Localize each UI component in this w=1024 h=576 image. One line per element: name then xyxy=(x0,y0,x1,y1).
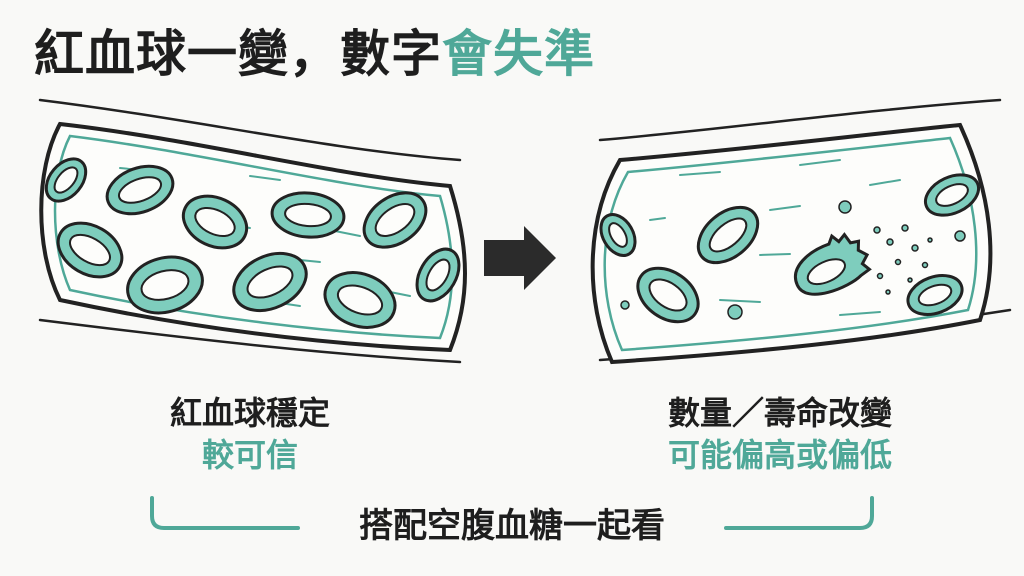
breaking-red-blood-cell-icon xyxy=(794,232,872,296)
right-panel-caption: 數量／壽命改變 可能偏高或偏低 xyxy=(620,392,940,476)
left-panel-sublabel: 較可信 xyxy=(201,436,298,474)
red-blood-cell-icon xyxy=(599,213,637,257)
left-panel-label: 紅血球穩定 xyxy=(169,394,330,432)
right-panel-label: 數量／壽命改變 xyxy=(667,394,892,432)
red-blood-cell-icon xyxy=(696,205,760,265)
red-blood-cell-icon xyxy=(105,164,175,216)
title-main: 紅血球一變，數字 xyxy=(34,25,442,83)
page-title: 紅血球一變，數字會失準 xyxy=(34,22,595,86)
red-blood-cell-icon xyxy=(181,194,249,250)
red-blood-cell-icon xyxy=(270,191,346,239)
bottom-note: 搭配空腹血糖一起看 xyxy=(300,503,724,549)
red-blood-cell-icon xyxy=(56,221,124,279)
red-blood-cell-icon xyxy=(636,266,700,324)
arrow-right-icon xyxy=(484,226,556,290)
right-vessel xyxy=(590,98,1012,365)
left-panel-caption: 紅血球穩定 較可信 xyxy=(110,392,390,476)
title-accent: 會失準 xyxy=(442,25,595,83)
right-panel-sublabel: 可能偏高或偏低 xyxy=(667,436,892,474)
red-blood-cell-icon xyxy=(906,274,964,316)
red-blood-cell-icon xyxy=(924,173,980,217)
cell-fragments xyxy=(620,200,966,320)
red-blood-cell-icon xyxy=(362,191,428,249)
bottom-bracket xyxy=(150,496,874,530)
red-blood-cell-icon xyxy=(415,247,461,303)
left-red-blood-cells xyxy=(44,157,461,329)
red-blood-cell-icon xyxy=(126,255,204,315)
red-blood-cell-icon xyxy=(323,271,397,329)
red-blood-cell-icon xyxy=(44,157,88,203)
right-red-blood-cells xyxy=(599,173,980,324)
red-blood-cell-icon xyxy=(232,251,308,313)
